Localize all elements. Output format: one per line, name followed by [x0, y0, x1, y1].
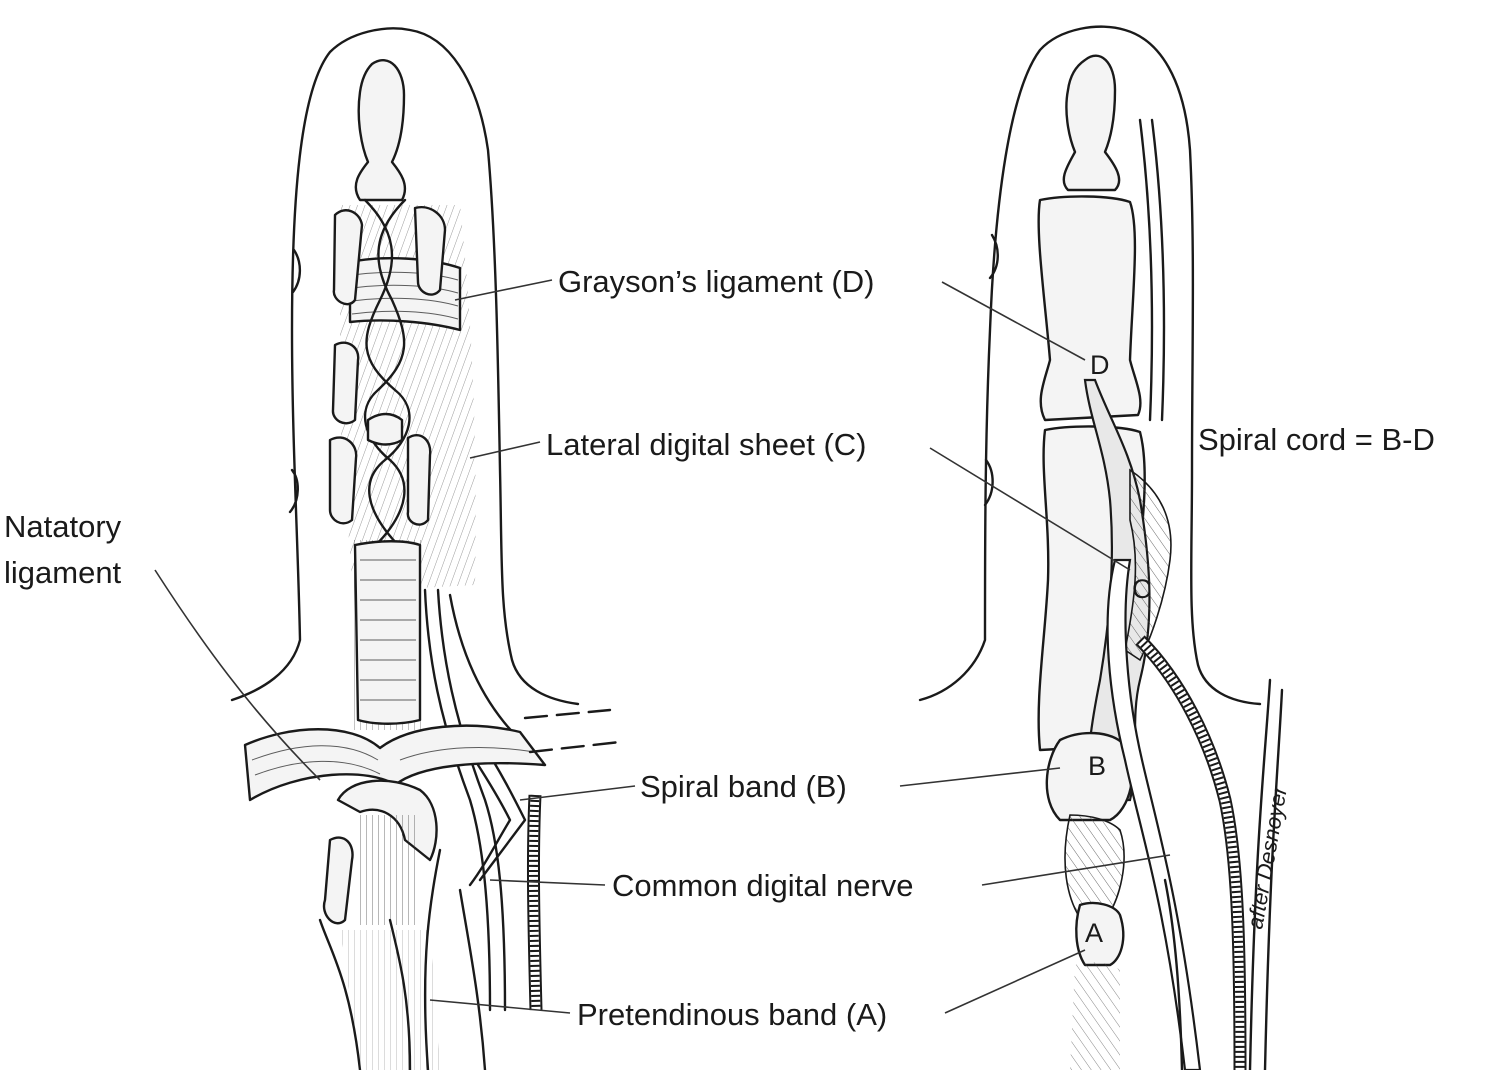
right-finger-illustration	[918, 25, 1284, 1072]
label-pretendinous-band: Pretendinous band (A)	[577, 997, 887, 1032]
label-lateral-digital-sheet: Lateral digital sheet (C)	[546, 427, 867, 462]
label-graysons-ligament: Grayson’s ligament (D)	[558, 264, 874, 299]
label-natatory-line2: ligament	[4, 555, 122, 590]
leader-lines	[154, 279, 1171, 1014]
label-natatory-line1: Natatory	[4, 509, 122, 544]
label-spiral-band: Spiral band (B)	[640, 769, 847, 804]
artist-signature: after Desnoyer	[1242, 783, 1292, 931]
label-spiral-cord: Spiral cord = B-D	[1198, 422, 1435, 457]
marker-d: D	[1090, 350, 1110, 380]
marker-c: C	[1132, 574, 1152, 604]
label-common-digital-nerve: Common digital nerve	[612, 868, 914, 903]
marker-b: B	[1088, 751, 1106, 781]
marker-a: A	[1085, 918, 1103, 948]
left-finger-illustration	[230, 27, 622, 1072]
